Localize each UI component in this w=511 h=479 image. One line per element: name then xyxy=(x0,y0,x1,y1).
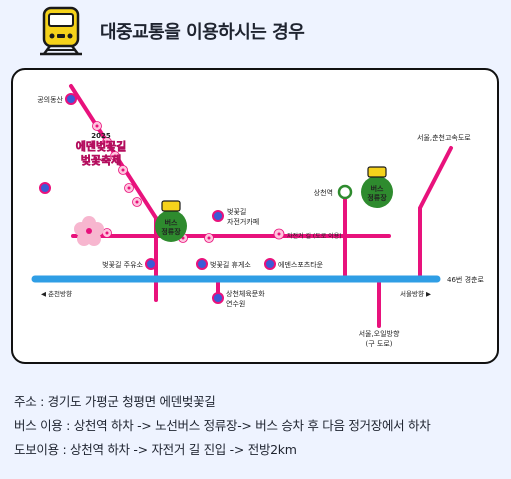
stop-sangcheon-station xyxy=(337,184,353,200)
stop-sangcheon-sports xyxy=(212,292,224,304)
bus-route-line: 버스 이용 : 상천역 하차 -> 노선버스 정류장-> 버스 승차 후 다음 … xyxy=(14,418,431,433)
blossom-icon xyxy=(92,121,102,131)
blossom-icon xyxy=(124,183,134,193)
label-sangcheon-station: 상천역 xyxy=(314,188,333,197)
label-highway: 서울,춘천고속도로 xyxy=(417,133,471,142)
header: 대중교통을 이용하시는 경우 xyxy=(0,0,511,60)
festival-name-line1: 에덴벚꽃길 xyxy=(76,139,127,153)
bus-badge-line1: 버스 xyxy=(165,218,178,227)
label-eden-sports: 에덴스포츠타운 xyxy=(278,260,324,269)
label-cherry-road-line1: 벚꽃길 xyxy=(227,207,246,216)
blossom-icon xyxy=(273,228,285,240)
stop-cherry-rest xyxy=(196,258,208,270)
label-old-road-line2: (구 도로) xyxy=(365,340,392,348)
blossom-icon xyxy=(110,151,120,161)
label-sangcheon-sports-line1: 상천체육문화 xyxy=(226,289,265,298)
stop-gonguidongsan xyxy=(65,93,77,105)
label-route46: 46번 경춘로 xyxy=(447,275,484,284)
highway-road xyxy=(418,146,453,280)
stop-cherry-cafe xyxy=(212,210,224,222)
bus-stop-badge-station: 버스 정류장 xyxy=(361,166,393,208)
bus-icon xyxy=(161,200,181,212)
bus-stop-badge-center: 버스 정류장 xyxy=(155,200,187,242)
bus-icon xyxy=(367,166,387,178)
page-title: 대중교통을 이용하시는 경우 xyxy=(100,22,305,43)
label-chuncheon-direction: ◀ 춘천방향 xyxy=(41,289,72,298)
blossom-icon xyxy=(132,197,142,207)
stop-left xyxy=(39,182,51,194)
large-blossom-icon xyxy=(74,216,104,246)
label-cherry-rest: 벚꽃길 휴게소 xyxy=(210,260,251,269)
label-cherry-road-line2: 자전거카페 xyxy=(227,217,259,226)
blossom-icon xyxy=(204,233,214,243)
train-icon xyxy=(40,6,82,56)
stop-cherry-parking xyxy=(145,258,157,270)
label-seoul-direction: 서울방향 ▶ xyxy=(400,289,431,298)
directions-info: 주소 : 경기도 가평군 청평면 에덴벚꽃길 버스 이용 : 상천역 하차 ->… xyxy=(14,390,504,462)
blossom-decorations xyxy=(74,121,285,246)
label-gonguidongsan: 공의동산 xyxy=(37,95,63,104)
label-sangcheon-sports-line2: 연수원 xyxy=(226,299,245,308)
label-old-road-line1: 서울,오일방향 xyxy=(359,329,400,338)
address-line: 주소 : 경기도 가평군 청평면 에덴벚꽃길 xyxy=(14,394,216,409)
map-card xyxy=(11,68,499,364)
bus-badge-line1: 버스 xyxy=(371,184,384,193)
blossom-icon xyxy=(102,137,112,147)
walk-route-line: 도보이용 : 상천역 하차 -> 자전거 길 진입 -> 전방2km xyxy=(14,442,297,457)
bus-badge-line2: 정류장 xyxy=(161,227,181,236)
festival-sign: 2025 에덴벚꽃길 벚꽃축제 xyxy=(75,132,127,167)
blossom-icon xyxy=(118,165,128,175)
bus-badge-line2: 정류장 xyxy=(367,193,387,202)
stop-eden-sports xyxy=(264,258,276,270)
festival-year: 2025 xyxy=(91,132,111,140)
festival-name-line2: 벚꽃축제 xyxy=(81,153,121,167)
label-cherry-parking: 벚꽃길 주유소 xyxy=(102,260,143,269)
route-map: 2025 에덴벚꽃길 벚꽃축제 버스 정류장 버스 정류장 공의동산 벚꽃길 자… xyxy=(31,84,484,348)
label-bike-road: 자전거 길 (도로 이용) xyxy=(287,232,342,240)
map-stops xyxy=(39,93,353,304)
